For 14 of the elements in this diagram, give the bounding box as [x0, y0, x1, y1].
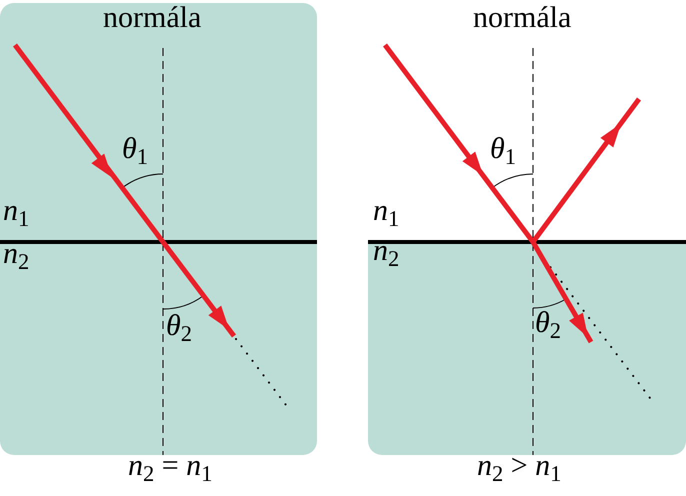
- angle-label: θ$_{2}$: [535, 308, 561, 338]
- medium-region: [0, 3, 317, 455]
- normal-label: normála: [103, 3, 202, 33]
- relation-caption: n$_{2}$ = n$_{1}$: [128, 451, 212, 481]
- relation-caption: n$_{2}$ > n$_{1}$: [477, 451, 562, 481]
- angle-label: θ$_{1}$: [122, 134, 148, 164]
- angle-label: θ$_{1}$: [490, 134, 516, 164]
- medium-region: [368, 242, 686, 455]
- index-label: n$_{1}$: [3, 196, 30, 226]
- index-label: n$_{2}$: [3, 239, 30, 269]
- normal-label: normála: [473, 3, 572, 33]
- index-label: n$_{1}$: [373, 196, 400, 226]
- angle-label: θ$_{2}$: [166, 311, 192, 341]
- index-label: n$_{2}$: [373, 236, 400, 266]
